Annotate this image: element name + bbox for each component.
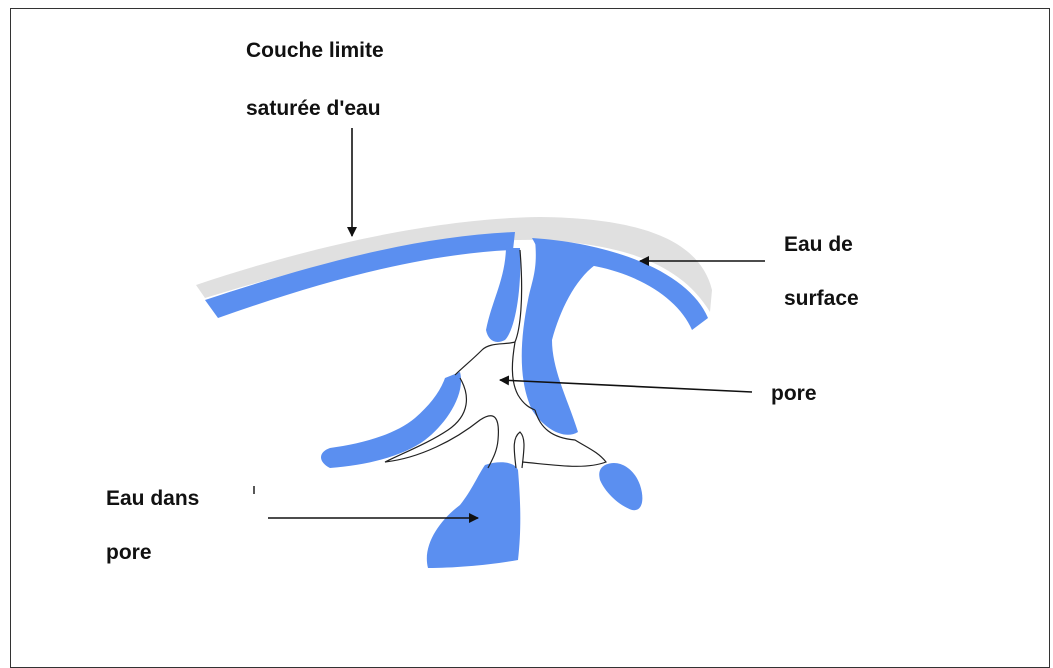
pore-label: pore (771, 383, 817, 404)
surface-water-label-line2: surface (784, 288, 859, 309)
channel-water-left (486, 248, 520, 342)
surface-water-label-line1: Eau de (784, 234, 853, 255)
channel-water-right (522, 240, 595, 435)
pore-water-label-line2: pore (106, 542, 152, 563)
boundary-layer-label-line2: saturée d'eau (246, 98, 381, 119)
branch-water-left (321, 372, 461, 468)
pore-water-bottom (427, 462, 520, 568)
boundary-layer-label-line1: Couche limite (246, 40, 384, 61)
pore-water-label-line1: Eau dans (106, 488, 199, 509)
droplet-right (599, 463, 642, 510)
